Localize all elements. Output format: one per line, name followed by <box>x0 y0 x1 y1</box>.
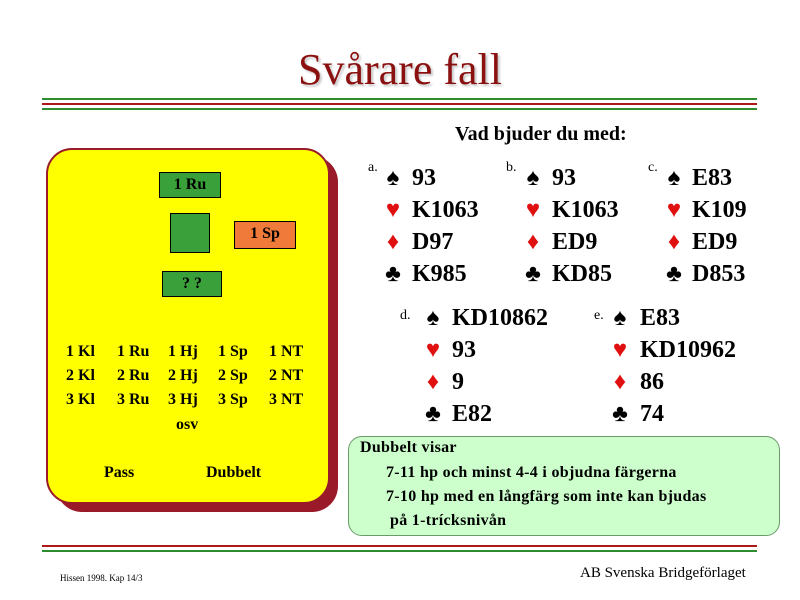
spade-icon: ♠ <box>667 165 681 191</box>
hand-c-label: c. <box>648 160 658 175</box>
bid-option: 2 Ru <box>117 367 150 384</box>
hand-d-clubs: E82 <box>452 401 493 427</box>
question-bid-box: ? ? <box>162 271 222 297</box>
bid-option: 3 Sp <box>218 391 248 408</box>
hand-a-diamonds: D97 <box>412 229 454 255</box>
spade-icon: ♠ <box>426 305 440 331</box>
note-line: 7-10 hp med en långfärg som inte kan bju… <box>386 488 707 505</box>
bid-option: 3 NT <box>269 391 304 408</box>
explanation-box <box>348 436 780 536</box>
bid-option: 2 Kl <box>66 367 95 384</box>
rho-bid-box: 1 Sp <box>234 221 296 249</box>
diamond-icon: ♦ <box>526 229 540 255</box>
pass-label: Pass <box>104 464 135 481</box>
hand-a-clubs: K985 <box>412 261 467 287</box>
bid-option: 3 Ru <box>117 391 150 408</box>
diamond-icon: ♦ <box>386 229 400 255</box>
hand-b-clubs: KD85 <box>552 261 612 287</box>
bottom-rule-green <box>42 550 757 552</box>
heart-icon: ♥ <box>666 197 682 223</box>
hand-d-hearts: 93 <box>452 337 476 363</box>
hand-a-hearts: K1063 <box>412 197 479 223</box>
hand-b-label: b. <box>506 160 517 175</box>
note-line: 7-11 hp och minst 4-4 i objudna färgerna <box>386 464 677 481</box>
hand-b-diamonds: ED9 <box>552 229 598 255</box>
bottom-rule-red <box>42 545 757 547</box>
heart-icon: ♥ <box>525 197 541 223</box>
heart-icon: ♥ <box>425 337 441 363</box>
page-title: Svårare fall <box>298 45 502 94</box>
diamond-icon: ♦ <box>426 369 440 395</box>
hand-e-diamonds: 86 <box>640 369 664 395</box>
note-line: på 1-trícksnivån <box>390 512 507 529</box>
diamond-icon: ♦ <box>613 369 627 395</box>
hand-b-spades: 93 <box>552 165 576 191</box>
footer-source: Hissen 1998. Kap 14/3 <box>60 573 143 583</box>
bid-grid: 1 Kl 1 Ru 1 Hj 1 Sp 1 NT 2 Kl 2 Ru 2 Hj … <box>0 340 400 440</box>
hand-d-diamonds: 9 <box>452 369 464 395</box>
bid-option: 2 Sp <box>218 367 248 384</box>
hand-a-spades: 93 <box>412 165 436 191</box>
hand-c-spades: E83 <box>692 165 733 191</box>
bid-option: 3 Kl <box>66 391 95 408</box>
own-seat-box <box>170 213 210 253</box>
top-rule-red <box>42 103 757 105</box>
bid-etc: osv <box>176 416 199 433</box>
top-rule-green-2 <box>42 108 757 110</box>
bid-option: 1 Sp <box>218 343 248 360</box>
heart-icon: ♥ <box>385 197 401 223</box>
club-icon: ♣ <box>666 261 682 287</box>
bid-option: 1 NT <box>269 343 304 360</box>
bidding-panel <box>46 148 330 504</box>
spade-icon: ♠ <box>386 165 400 191</box>
hand-d-spades: KD10862 <box>452 305 548 331</box>
club-icon: ♣ <box>385 261 401 287</box>
partner-bid-box: 1 Ru <box>159 172 221 198</box>
note-heading: Dubbelt visar <box>360 439 457 456</box>
footer-publisher: AB Svenska Bridgeförlaget <box>580 565 746 581</box>
question-heading: Vad bjuder du med: <box>455 123 627 145</box>
hand-e-label: e. <box>594 308 604 323</box>
spade-icon: ♠ <box>526 165 540 191</box>
club-icon: ♣ <box>425 401 441 427</box>
heart-icon: ♥ <box>612 337 628 363</box>
bid-option: 3 Hj <box>168 391 198 408</box>
club-icon: ♣ <box>612 401 628 427</box>
hand-c-hearts: K109 <box>692 197 747 223</box>
bid-option: 1 Kl <box>66 343 95 360</box>
hand-b-hearts: K1063 <box>552 197 619 223</box>
hand-a-label: a. <box>368 160 378 175</box>
hand-c-clubs: D853 <box>692 261 746 287</box>
hand-e-clubs: 74 <box>640 401 664 427</box>
hand-e-spades: E83 <box>640 305 681 331</box>
double-label: Dubbelt <box>206 464 262 481</box>
diamond-icon: ♦ <box>667 229 681 255</box>
spade-icon: ♠ <box>613 305 627 331</box>
hand-d-label: d. <box>400 308 411 323</box>
bid-option: 2 NT <box>269 367 304 384</box>
bid-option: 1 Hj <box>168 343 198 360</box>
hand-c-diamonds: ED9 <box>692 229 738 255</box>
bid-option: 1 Ru <box>117 343 150 360</box>
hand-e-hearts: KD10962 <box>640 337 736 363</box>
top-rule-green <box>42 98 757 100</box>
bid-option: 2 Hj <box>168 367 198 384</box>
club-icon: ♣ <box>525 261 541 287</box>
